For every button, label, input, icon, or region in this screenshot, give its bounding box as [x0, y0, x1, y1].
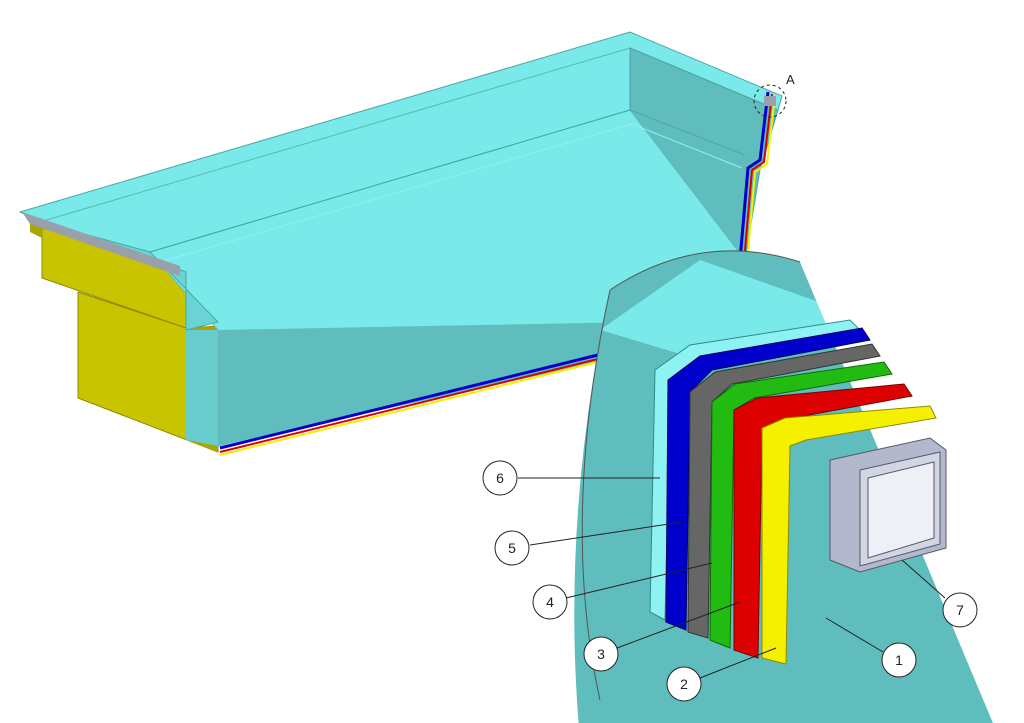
layer-4	[687, 343, 881, 639]
detail-view	[574, 250, 1000, 723]
callout-6: 6	[482, 460, 660, 496]
svg-text:4: 4	[546, 594, 554, 610]
svg-text:6: 6	[496, 470, 504, 486]
layer-3	[709, 361, 893, 649]
layer-1	[761, 405, 937, 665]
callout-2: 2	[666, 647, 777, 702]
callout-5: 5	[494, 521, 683, 566]
callout-7: 7	[901, 559, 978, 628]
detail-label: A	[786, 72, 795, 87]
callout-3: 3	[583, 601, 741, 672]
svg-text:2: 2	[680, 676, 688, 692]
svg-text:3: 3	[597, 646, 605, 662]
callout-1: 1	[825, 617, 917, 678]
svg-text:5: 5	[508, 540, 516, 556]
layer-5	[665, 327, 871, 631]
detail-marker-a: A	[753, 72, 795, 118]
frame-7-tube	[829, 437, 947, 573]
callouts: 6 5 4 3 2 1 7	[482, 460, 978, 702]
svg-text:7: 7	[956, 602, 964, 618]
svg-text:1: 1	[895, 652, 903, 668]
pool-assembly: A	[18, 31, 795, 456]
callout-4: 4	[532, 562, 713, 620]
layer-edges	[219, 91, 776, 456]
